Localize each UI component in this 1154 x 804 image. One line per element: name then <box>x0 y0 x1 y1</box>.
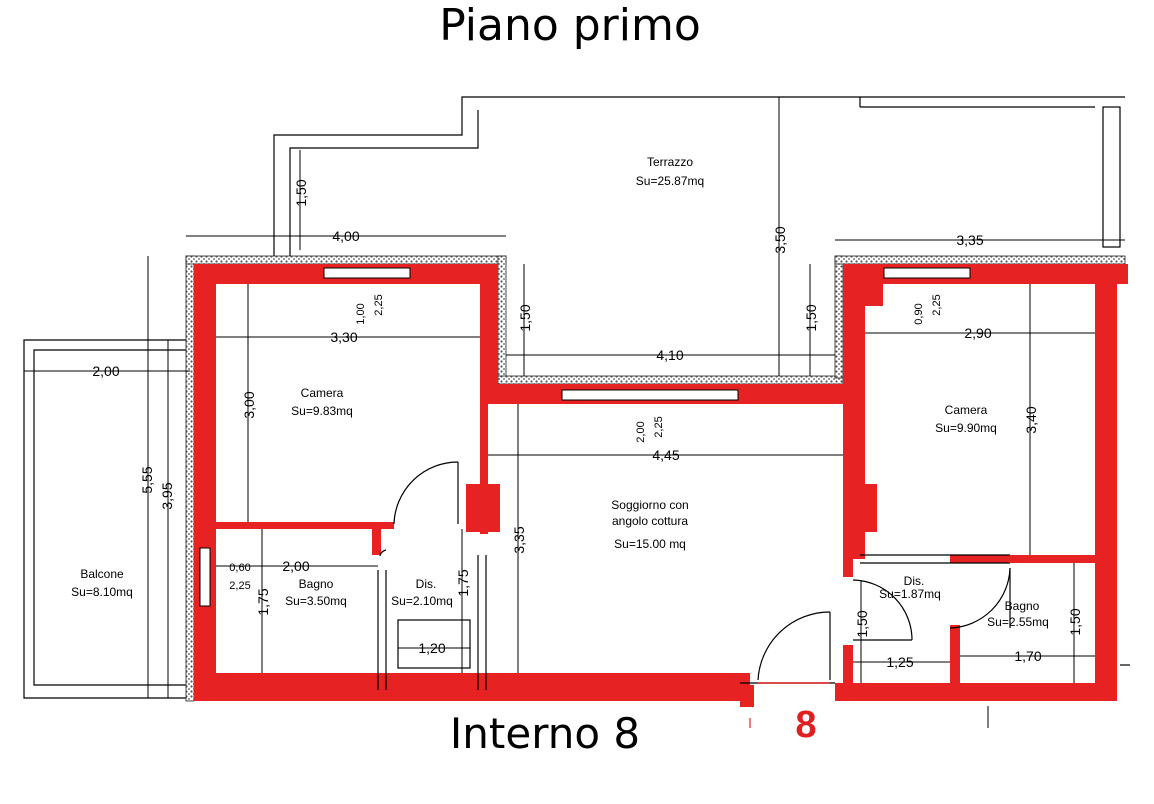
dim-window3-b: 2,25 <box>653 416 665 437</box>
room-terrace-name: Terrazzo <box>647 155 693 169</box>
terrace-outline <box>273 96 1125 256</box>
dim-terrace-width: 4,00 <box>332 228 359 244</box>
dim-bedroom2-width: 2,90 <box>964 325 991 341</box>
room-hallway1-name: Dis. <box>416 577 437 591</box>
dim-window3-a: 2,00 <box>635 421 647 442</box>
dim-hallway1-height: 1,75 <box>455 569 471 596</box>
dim-window2-b: 2,25 <box>931 294 943 315</box>
dim-hallway1-width: 1,20 <box>418 640 445 656</box>
room-living-area: Su=15.00 mq <box>614 537 686 551</box>
dim-living-height: 3,35 <box>511 526 527 553</box>
dimension-labels: 4,00 1,50 3,50 3,35 3,30 3,00 1,00 2,25 … <box>92 179 1083 670</box>
dim-balcony-width: 2,00 <box>92 363 119 379</box>
dim-bathroom1-height: 1,75 <box>255 588 271 615</box>
dim-terrace-height: 1,50 <box>293 179 309 206</box>
room-bedroom2-name: Camera <box>945 403 988 417</box>
dim-notch-right: 1,50 <box>803 304 819 331</box>
windows <box>199 267 971 607</box>
dim-bedroom2-height: 3,40 <box>1023 406 1039 433</box>
doors <box>379 461 1011 684</box>
dim-bathroom2-width: 1,70 <box>1014 648 1041 664</box>
dim-balcony-height-inner: 3,95 <box>159 482 175 509</box>
dim-bedroom1-height: 3,00 <box>241 391 257 418</box>
unit-number: 8 <box>795 704 817 746</box>
room-hallway2-name: Dis. <box>904 574 925 588</box>
dim-bathroom1-width: 2,00 <box>282 558 309 574</box>
dim-notch-left: 1,50 <box>517 304 533 331</box>
room-hallway2-area: Su=1.87mq <box>879 587 941 601</box>
dim-notch-width: 4,10 <box>656 347 683 363</box>
dim-bedroom1-width: 3,30 <box>330 329 357 345</box>
dim-hallway2-width: 1,25 <box>886 654 913 670</box>
room-balcony-area: Su=8.10mq <box>71 585 133 599</box>
room-bathroom1-area: Su=3.50mq <box>285 594 347 608</box>
unit-label: Interno 8 <box>449 709 641 758</box>
room-bathroom2-name: Bagno <box>1005 599 1040 613</box>
dim-window4-b: 2,25 <box>229 580 250 592</box>
room-bathroom1-name: Bagno <box>299 577 334 591</box>
dim-hallway2-height: 1,50 <box>854 610 870 637</box>
room-bathroom2-area: Su=2.55mq <box>987 615 1049 629</box>
dim-terrace-depth: 3,50 <box>772 226 788 253</box>
dim-window2-a: 0,90 <box>913 303 925 324</box>
partitions <box>377 554 1130 690</box>
room-bedroom1-name: Camera <box>301 386 344 400</box>
room-bedroom1-area: Su=9.83mq <box>291 404 353 418</box>
dim-window1-b: 2,25 <box>373 294 385 315</box>
dim-terrace-right-width: 3,35 <box>956 232 983 248</box>
page-title: Piano primo <box>439 0 701 51</box>
room-living-name2: angolo cottura <box>612 514 688 528</box>
room-balcony-name: Balcone <box>80 567 124 581</box>
room-terrace-area: Su=25.87mq <box>636 174 704 188</box>
dim-balcony-height-outer: 5,55 <box>139 466 155 493</box>
room-bedroom2-area: Su=9.90mq <box>935 421 997 435</box>
room-living-name: Soggiorno con <box>611 498 688 512</box>
room-hallway1-area: Su=2.10mq <box>391 594 453 608</box>
hatched-walls <box>185 255 1126 702</box>
dim-window4-a: 0,60 <box>229 562 250 574</box>
balcony-outline <box>23 339 190 699</box>
dim-living-width: 4,45 <box>652 447 679 463</box>
dim-bathroom2-height: 1,50 <box>1067 608 1083 635</box>
room-labels: Terrazzo Su=25.87mq Camera Su=9.83mq Cam… <box>71 155 1049 629</box>
dimension-lines <box>24 97 1125 728</box>
dim-window1-a: 1,00 <box>355 303 367 324</box>
